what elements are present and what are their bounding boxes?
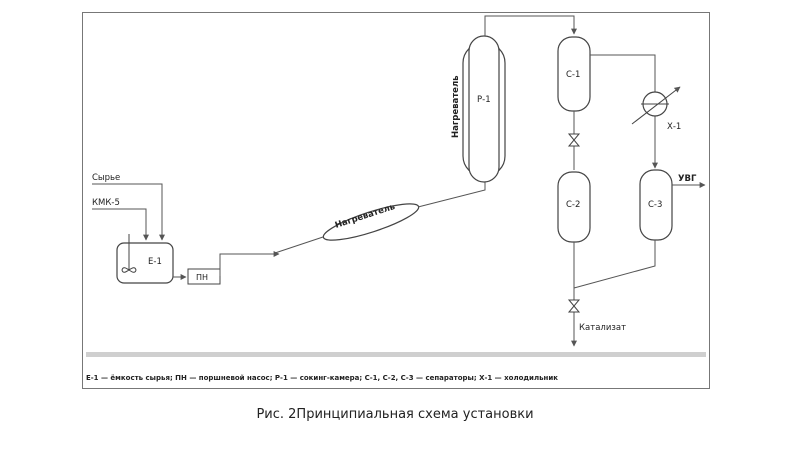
separator-c3 bbox=[639, 169, 673, 241]
line-pump-to-heater bbox=[219, 234, 330, 276]
figure-caption: Рис. 2Принципиальная схема установки bbox=[256, 407, 534, 422]
label-uvg: УВГ bbox=[678, 174, 697, 184]
label-e1: Е-1 bbox=[148, 257, 162, 267]
label-heater-vertical: Нагреватель bbox=[451, 75, 461, 138]
line-c3-to-catalyst bbox=[571, 240, 656, 347]
label-r1: Р-1 bbox=[477, 95, 491, 105]
valve-icon bbox=[567, 133, 581, 147]
feed-lines bbox=[92, 183, 165, 241]
label-raw-feed: Сырье bbox=[92, 173, 120, 183]
label-c1: С-1 bbox=[566, 70, 580, 80]
vessel-e1 bbox=[116, 234, 174, 284]
valve-icon bbox=[567, 299, 581, 313]
legend-divider bbox=[86, 352, 706, 357]
label-x1: Х-1 bbox=[667, 122, 681, 132]
figure-frame bbox=[82, 12, 710, 389]
pump-pn bbox=[187, 268, 221, 285]
reactor-r1 bbox=[462, 35, 506, 183]
label-c3: С-3 bbox=[648, 200, 662, 210]
label-kmk: КМК-5 bbox=[92, 198, 120, 208]
legend-text: Е-1 — ёмкость сырья; ПН — поршневой насо… bbox=[86, 374, 558, 382]
line-c1-to-c3 bbox=[590, 54, 658, 169]
agitator-icon bbox=[121, 267, 137, 273]
label-c2: С-2 bbox=[566, 200, 580, 210]
cooler-x1 bbox=[631, 86, 681, 125]
label-catalyst: Катализат bbox=[579, 323, 626, 333]
label-pn: ПН bbox=[196, 273, 208, 282]
line-r1-to-c1 bbox=[484, 15, 577, 36]
